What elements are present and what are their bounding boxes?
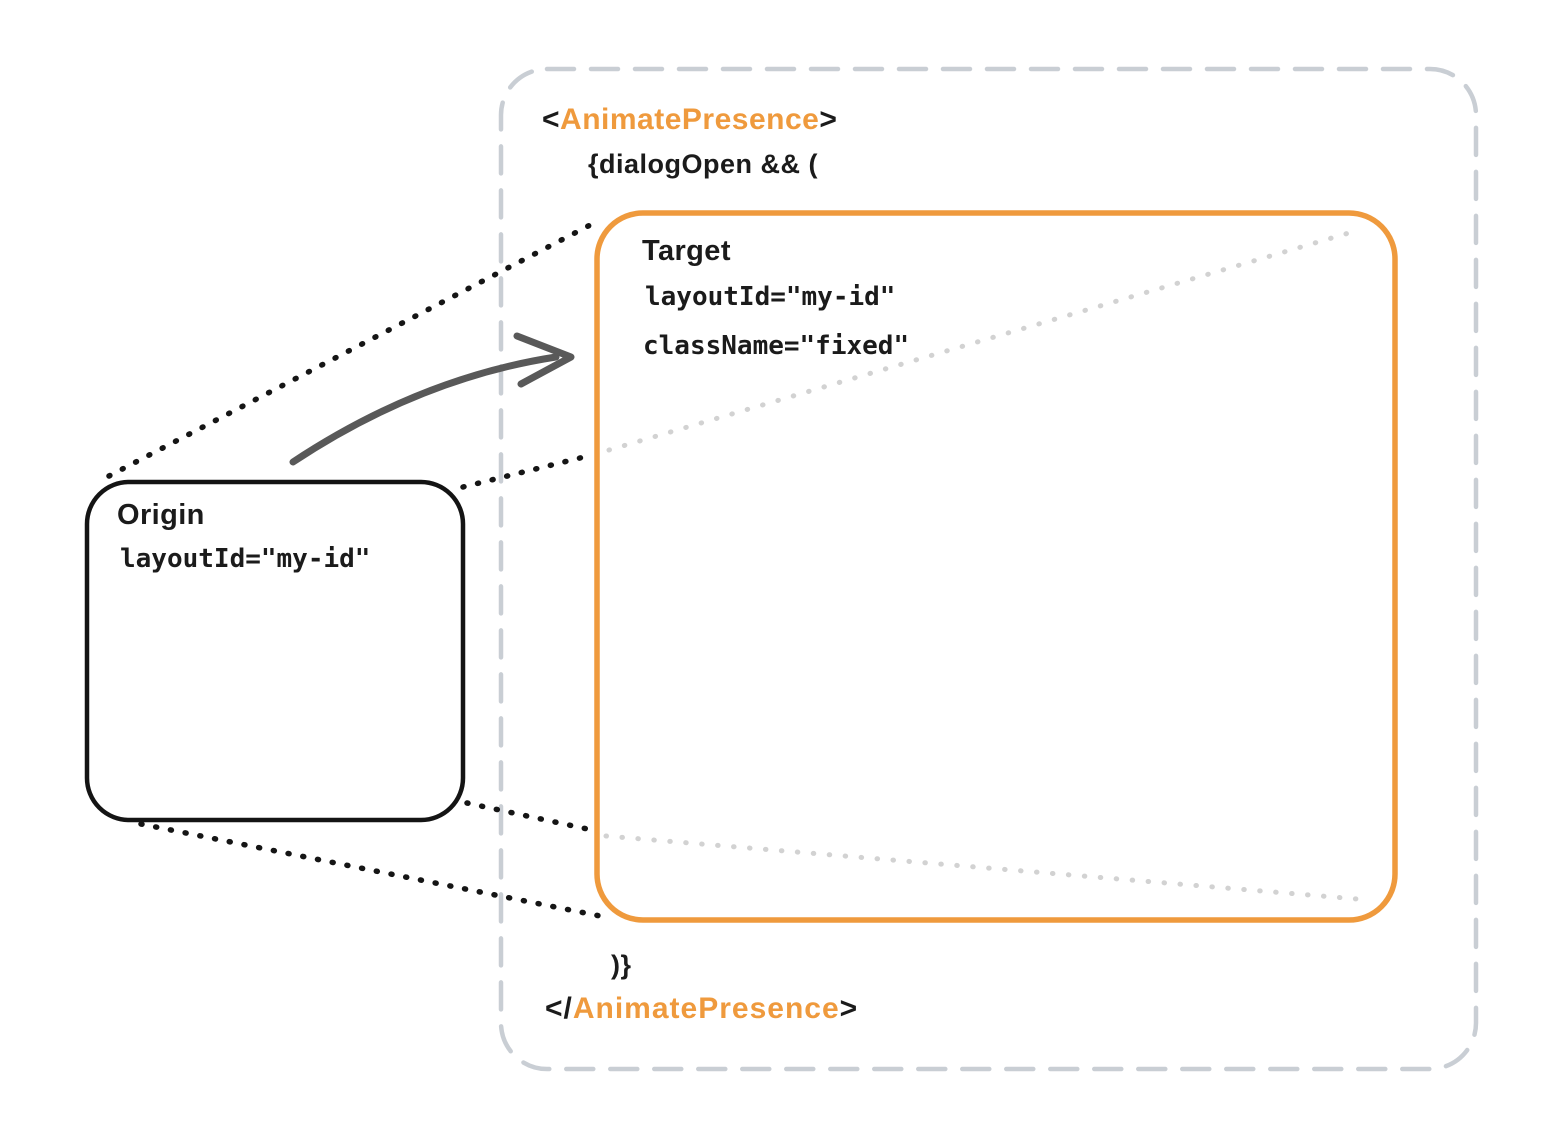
conditional-open-label: {dialogOpen && (: [588, 149, 818, 179]
animate-presence-container-outline: [498, 66, 1479, 1072]
target-class-name-prop: className="fixed": [643, 331, 910, 361]
transition-arrow: [289, 353, 560, 466]
open-tag-label: <AnimatePresence>: [542, 105, 837, 135]
target-box-outline: [594, 210, 1398, 923]
transition-arrow-head: [513, 332, 575, 388]
close-tag-name: AnimatePresence: [572, 992, 840, 1025]
open-tag-right-bracket: >: [819, 103, 838, 136]
open-tag-left-bracket: <: [542, 103, 561, 136]
target-box-title: Target: [642, 235, 731, 267]
projection-line-top-left: [106, 220, 597, 479]
projection-line-top-right-occluded: [606, 227, 1362, 453]
open-tag-name: AnimatePresence: [560, 103, 820, 136]
origin-layout-id-prop: layoutId="my-id": [120, 544, 371, 574]
projection-line-bottom-left: [138, 821, 613, 921]
target-layout-id-prop: layoutId="my-id": [645, 282, 896, 312]
projection-line-bottom-right-occluded: [603, 833, 1372, 903]
projection-line-top-right: [460, 452, 595, 490]
projection-line-bottom-right: [464, 800, 595, 833]
origin-box-title: Origin: [117, 499, 205, 531]
origin-box-outline: [84, 479, 466, 823]
close-tag-left-bracket: </: [545, 992, 573, 1025]
conditional-close-label: )}: [611, 950, 632, 980]
close-tag-label: </AnimatePresence>: [545, 994, 858, 1024]
close-tag-right-bracket: >: [839, 992, 859, 1025]
